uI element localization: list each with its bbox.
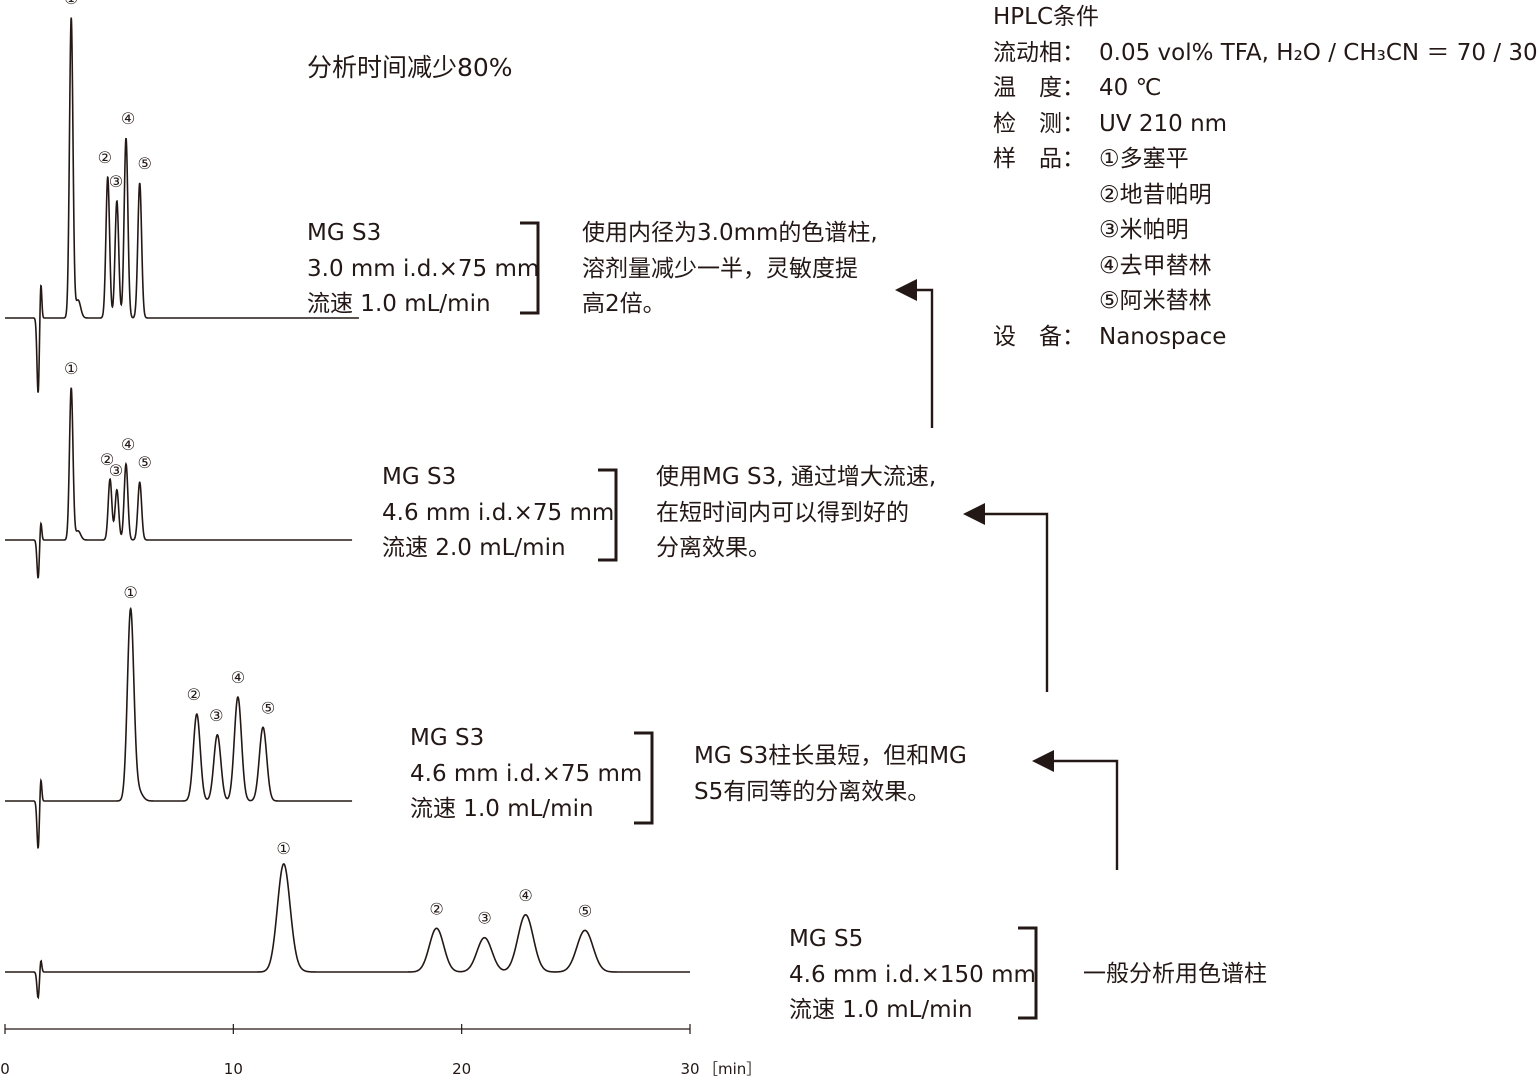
column-dims: 4.6 mm i.d.×75 mm <box>410 760 643 787</box>
condition-row: ④去甲替林 <box>993 249 1212 285</box>
peak-label: ② <box>429 899 443 918</box>
chromatogram-trace <box>5 17 359 393</box>
condition-row: 流动相： 0.05 vol% TFA, H₂O / CH₃CN ＝ 70 / 30 <box>993 36 1538 72</box>
column-note-2: 使用MG S3, 通过增大流速, 在短时间内可以得到好的 分离效果。 <box>656 460 936 567</box>
arrow-head <box>963 503 985 525</box>
peak-label: ③ <box>109 461 123 480</box>
condition-row: ⑤阿米替林 <box>993 284 1212 320</box>
condition-row: ②地昔帕明 <box>993 178 1212 214</box>
peak-label: ⑤ <box>138 154 152 173</box>
chromatogram-trace <box>5 606 353 849</box>
flow-arrow-line <box>983 512 1049 692</box>
column-label-3: MG S3 4.6 mm i.d.×75 mm 流速 1.0 mL/min <box>410 721 642 828</box>
condition-row: ③米帕明 <box>993 213 1189 249</box>
peak-label: ① <box>123 583 137 602</box>
condition-row: 样 品： ①多塞平 <box>993 142 1189 178</box>
condition-label: 样 品： <box>993 146 1085 172</box>
chromatogram-trace <box>5 863 690 1000</box>
note-line: MG S3柱长虽短，但和MG <box>694 743 967 769</box>
column-name: MG S5 <box>789 926 864 952</box>
condition-row: 设 备： Nanospace <box>993 320 1226 356</box>
column-dims: 4.6 mm i.d.×150 mm <box>789 961 1036 988</box>
condition-row: 检 测： UV 210 nm <box>993 107 1227 143</box>
bracket <box>520 221 540 315</box>
peak-label: ① <box>64 359 78 378</box>
peak-label: ④ <box>231 668 245 687</box>
column-label-1: MG S3 3.0 mm i.d.×75 mm 流速 1.0 mL/min <box>307 216 539 323</box>
x-tick-label: 20 <box>452 1060 471 1076</box>
flow-arrow-line <box>912 288 934 428</box>
note-line: 分离效果。 <box>656 535 771 561</box>
conditions-heading: HPLC条件 <box>993 4 1100 30</box>
condition-value: ②地昔帕明 <box>1099 181 1212 208</box>
column-dims: 3.0 mm i.d.×75 mm <box>307 255 540 282</box>
peak-label: ⑤ <box>138 453 152 472</box>
peak-label: ⑤ <box>261 698 275 717</box>
column-name: MG S3 <box>382 464 457 490</box>
note-line: 溶剂量减少一半，灵敏度提 <box>582 255 858 282</box>
bracket <box>1018 926 1038 1020</box>
flow-arrow-line <box>1052 759 1119 870</box>
peak-label: ④ <box>518 886 532 905</box>
condition-label: 设 备： <box>993 323 1085 350</box>
condition-value: ①多塞平 <box>1099 146 1189 172</box>
note-line: 使用内径为3.0mm的色谱柱, <box>582 220 878 246</box>
column-note-3: MG S3柱长虽短，但和MG S5有同等的分离效果。 <box>694 739 967 810</box>
column-name: MG S3 <box>307 220 382 246</box>
hplc-conditions: HPLC条件 流动相： 0.05 vol% TFA, H₂O / CH₃CN ＝ … <box>993 0 1538 356</box>
arrow-head <box>1032 750 1054 772</box>
x-tick-label: 10 <box>224 1060 243 1076</box>
note-line: 一般分析用色谱柱 <box>1083 961 1267 987</box>
peak-label: ⑤ <box>578 901 592 920</box>
chromatogram-trace <box>5 387 353 579</box>
column-flow: 流速 2.0 mL/min <box>382 535 566 561</box>
column-label-4: MG S5 4.6 mm i.d.×150 mm 流速 1.0 mL/min <box>789 922 1036 1029</box>
condition-value: Nanospace <box>1099 323 1227 350</box>
note-line: 使用MG S3, 通过增大流速, <box>656 464 937 490</box>
peak-label: ② <box>98 148 112 167</box>
condition-label: 检 测： <box>993 110 1085 137</box>
note-line: 高2倍。 <box>582 291 666 317</box>
column-flow: 流速 1.0 mL/min <box>410 796 594 822</box>
column-name: MG S3 <box>410 725 485 751</box>
condition-value: 0.05 vol% TFA, H₂O / CH₃CN ＝ 70 / 30 <box>1099 39 1538 66</box>
condition-label: 温 度： <box>993 75 1085 101</box>
x-tick-label: 30 <box>680 1060 699 1076</box>
arrow-head <box>895 279 917 301</box>
peak-label: ④ <box>121 435 135 454</box>
chart-title: 分析时间减少80% <box>307 53 513 82</box>
column-note-1: 使用内径为3.0mm的色谱柱, 溶剂量减少一半，灵敏度提 高2倍。 <box>582 216 878 323</box>
peak-label: ② <box>100 450 114 469</box>
x-tick-label: 0 <box>0 1060 10 1076</box>
peak-label: ③ <box>209 706 223 725</box>
column-flow: 流速 1.0 mL/min <box>789 997 973 1023</box>
peak-label: ② <box>187 685 201 704</box>
column-dims: 4.6 mm i.d.×75 mm <box>382 499 615 526</box>
peak-label: ① <box>276 839 290 858</box>
condition-value: ④去甲替林 <box>1099 252 1212 279</box>
condition-value: ⑤阿米替林 <box>1099 288 1212 314</box>
note-line: 在短时间内可以得到好的 <box>656 499 909 526</box>
peak-label: ④ <box>121 109 135 128</box>
condition-value: UV 210 nm <box>1099 110 1228 137</box>
column-note-4: 一般分析用色谱柱 <box>1083 957 1267 993</box>
bracket <box>634 731 654 825</box>
column-flow: 流速 1.0 mL/min <box>307 291 491 317</box>
x-axis-unit: ［min］ <box>703 1060 761 1076</box>
peak-label: ③ <box>477 909 491 928</box>
condition-value: ③米帕明 <box>1099 217 1189 243</box>
note-line: S5有同等的分离效果。 <box>694 778 931 805</box>
condition-label: 流动相： <box>993 39 1085 66</box>
condition-row: 温 度： 40 ℃ <box>993 71 1161 107</box>
bracket <box>598 468 618 562</box>
column-label-2: MG S3 4.6 mm i.d.×75 mm 流速 2.0 mL/min <box>382 460 614 567</box>
peak-label: ① <box>64 0 78 8</box>
condition-value: 40 ℃ <box>1099 75 1162 101</box>
peak-label: ③ <box>109 172 123 191</box>
